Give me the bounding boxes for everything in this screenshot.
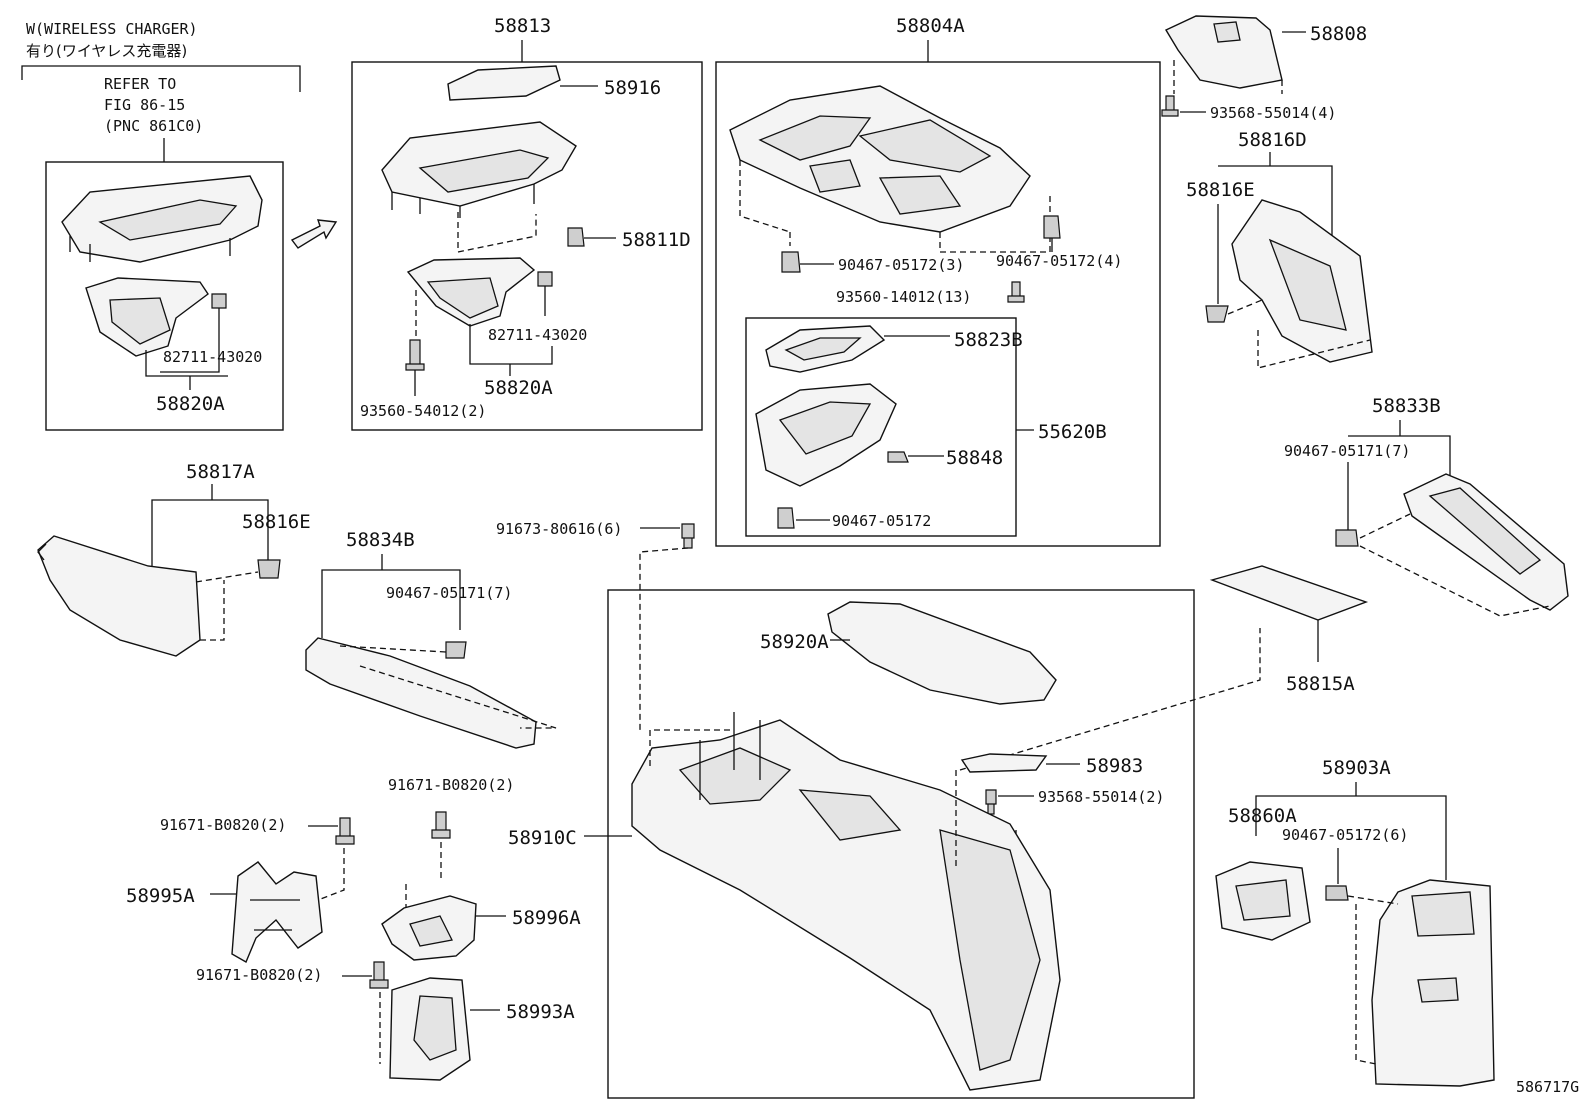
label-58833B: 58833B <box>1372 395 1441 417</box>
refer-line-2: FIG 86-15 <box>104 96 185 114</box>
trim-58834B <box>305 637 537 749</box>
label-58996A: 58996A <box>512 907 581 929</box>
tray-58813 <box>381 121 577 218</box>
bolt-91673-80616 <box>681 523 695 549</box>
cup-holder-55620B <box>755 383 897 487</box>
label-91671-a: 91671-B0820(2) <box>160 816 286 834</box>
label-58820A-a: 58820A <box>156 393 225 415</box>
label-58983: 58983 <box>1086 755 1143 777</box>
clip-90467-05171-a <box>445 641 467 659</box>
label-58860A: 58860A <box>1228 805 1297 827</box>
clip-58816E-a <box>1205 305 1229 323</box>
figure-number: 586717G <box>1516 1078 1579 1096</box>
screw-93560-14012 <box>1007 281 1025 303</box>
label-58815A: 58815A <box>1286 673 1355 695</box>
clip-90467-05172-6 <box>1325 885 1349 901</box>
label-90467-05172-4: 90467-05172(4) <box>996 252 1122 270</box>
label-91671-b: 91671-B0820(2) <box>388 776 514 794</box>
label-93560-54012: 93560-54012(2) <box>360 402 486 420</box>
label-82711-b: 82711-43020 <box>488 326 587 344</box>
label-58808: 58808 <box>1310 23 1367 45</box>
boot-58808 <box>1165 15 1283 89</box>
box-58804A <box>715 61 1161 547</box>
label-90467-05172: 90467-05172 <box>832 512 931 530</box>
side-panel-58833B <box>1403 473 1569 611</box>
clip-90467-05172-3 <box>781 251 801 273</box>
pad-58815A <box>1209 565 1369 621</box>
label-58804A: 58804A <box>896 15 965 37</box>
variant-label: W(WIRELESS CHARGER) <box>26 20 198 38</box>
label-58823B: 58823B <box>954 329 1023 351</box>
part-58983 <box>960 753 1048 773</box>
label-58813: 58813 <box>494 15 551 37</box>
clip-58816E-b <box>257 559 281 579</box>
label-58848: 58848 <box>946 447 1003 469</box>
clip-58811D <box>567 227 585 247</box>
label-90467-05171-b: 90467-05171(7) <box>1284 442 1410 460</box>
clip-90467-05172-4 <box>1043 215 1061 239</box>
label-58834B: 58834B <box>346 529 415 551</box>
label-58916: 58916 <box>604 77 661 99</box>
box-55620B <box>745 317 1017 537</box>
tray-lower-part <box>85 277 209 357</box>
label-58820A-b: 58820A <box>484 377 553 399</box>
label-93560-14012: 93560-14012(13) <box>836 288 971 306</box>
label-58910C: 58910C <box>508 827 577 849</box>
clip-icon <box>211 293 227 309</box>
label-58903A: 58903A <box>1322 757 1391 779</box>
clip-90467-05171-b <box>1335 529 1359 547</box>
label-90467-05171-a: 90467-05171(7) <box>386 584 512 602</box>
variant-label-jp: 有り(ワイヤレス充電器) <box>26 42 187 60</box>
label-58817A: 58817A <box>186 461 255 483</box>
label-93568-55014-2: 93568-55014(2) <box>1038 788 1164 806</box>
clip-82711-b <box>537 271 553 287</box>
vent-58860A <box>1215 861 1311 941</box>
label-91671-c: 91671-B0820(2) <box>196 966 322 984</box>
variant-bracket <box>21 65 301 92</box>
bracket-58995A <box>231 861 323 964</box>
label-90467-05172-3: 90467-05172(3) <box>838 256 964 274</box>
tray-upper-part <box>61 175 263 263</box>
wireless-charger-box <box>45 161 284 431</box>
refer-line-3: (PNC 861C0) <box>104 117 203 135</box>
side-panel-58816D <box>1231 199 1373 363</box>
clip-90467-05172 <box>777 507 795 529</box>
label-58920A: 58920A <box>760 631 829 653</box>
part-58848 <box>887 451 909 463</box>
refer-line-1: REFER TO <box>104 75 176 93</box>
label-58995A: 58995A <box>126 885 195 907</box>
rear-panel-58903A <box>1371 879 1495 1087</box>
label-58816E-a: 58816E <box>1186 179 1255 201</box>
label-58993A: 58993A <box>506 1001 575 1023</box>
label-58816E-b: 58816E <box>242 511 311 533</box>
bolt-91671-b <box>431 811 451 839</box>
screw-93568-55014-4 <box>1161 95 1179 117</box>
bolt-91671-a <box>335 817 355 845</box>
label-82711-a: 82711-43020 <box>163 348 262 366</box>
gasket-58823B <box>765 325 886 373</box>
bracket-58993A <box>389 977 471 1081</box>
label-58811D: 58811D <box>622 229 691 251</box>
screw-93568-55014-2 <box>985 789 997 815</box>
tray-lower-58813 <box>406 257 536 327</box>
label-91673-80616: 91673-80616(6) <box>496 520 622 538</box>
lid-58920A <box>827 601 1057 705</box>
bolt-91671-c <box>369 961 389 989</box>
side-panel-58817A <box>37 535 201 657</box>
box-58813 <box>351 61 703 431</box>
arrow-icon <box>290 219 338 249</box>
box-main-console <box>607 589 1195 1099</box>
label-93568-55014-4: 93568-55014(4) <box>1210 104 1336 122</box>
console-panel-58804A <box>729 85 1031 233</box>
bracket-58996A <box>381 895 477 961</box>
screw-93560-54012 <box>405 339 425 371</box>
lid-58916 <box>447 65 561 101</box>
console-body-58910C <box>631 712 1061 1091</box>
label-55620B: 55620B <box>1038 421 1107 443</box>
label-90467-05172-6: 90467-05172(6) <box>1282 826 1408 844</box>
label-58816D: 58816D <box>1238 129 1307 151</box>
